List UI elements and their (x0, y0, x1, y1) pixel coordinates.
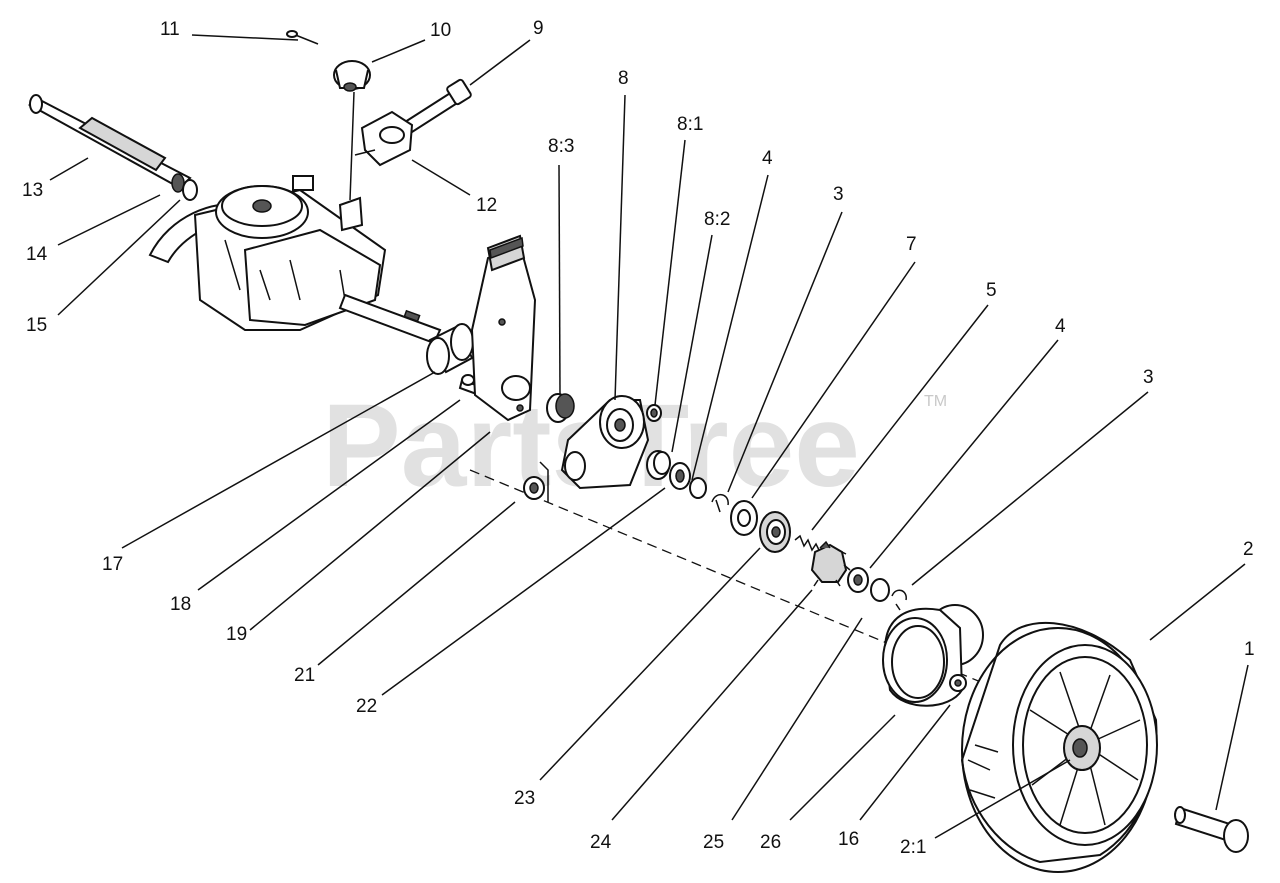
callout-9: 9 (533, 18, 544, 39)
callout-14: 14 (26, 244, 48, 265)
washer-4-outer (847, 567, 869, 593)
callout-19: 19 (226, 624, 247, 645)
cotter-pin-11 (286, 30, 319, 45)
callout-26: 26 (760, 832, 781, 853)
leader-lines (49, 34, 1249, 839)
washer-7 (730, 500, 758, 536)
callout-13: 13 (22, 180, 43, 201)
retaining-clip-3 (711, 494, 729, 513)
bearing-23 (759, 511, 791, 553)
callout-8-1: 8:1 (677, 114, 703, 135)
retaining-clip-3-outer (870, 578, 907, 611)
bracket-mark (539, 461, 549, 502)
callout-16: 16 (838, 829, 859, 850)
wheel-bolt-1 (1174, 806, 1249, 853)
callout-24: 24 (590, 832, 612, 853)
callout-8: 8 (618, 68, 629, 89)
callout-3-outer: 3 (1143, 367, 1154, 388)
knob-10 (333, 60, 371, 92)
callout-1: 1 (1244, 639, 1255, 660)
screw-9 (403, 78, 472, 134)
callout-4: 4 (762, 148, 773, 169)
drive-shaft (27, 94, 198, 201)
adjuster-plate-8 (560, 395, 650, 490)
callout-4-outer: 4 (1055, 316, 1066, 337)
height-bracket-19 (470, 234, 537, 422)
callout-10: 10 (430, 20, 451, 41)
callout-11: 11 (160, 19, 180, 40)
pulley (215, 185, 309, 239)
callout-25: 25 (703, 832, 724, 853)
callout-15: 15 (26, 315, 47, 336)
callout-17: 17 (102, 554, 123, 575)
bearing-cap-17 (426, 323, 474, 375)
spring-5 (794, 534, 821, 553)
knob-shaft (349, 91, 355, 201)
callout-2: 2 (1243, 539, 1254, 560)
callout-7: 7 (906, 234, 917, 255)
cable-bracket-12 (354, 110, 414, 167)
shaft-key (403, 309, 421, 323)
callout-8-2: 8:2 (704, 209, 730, 230)
bushing-8-3 (546, 393, 575, 423)
washer-4 (669, 462, 707, 499)
watermark-trademark: TM (924, 393, 947, 410)
callout-2-1: 2:1 (900, 837, 926, 858)
hub-housing-16 (882, 604, 984, 707)
callout-8-3: 8:3 (548, 136, 574, 157)
callout-21: 21 (294, 665, 315, 686)
callout-3: 3 (833, 184, 844, 205)
nut-21 (523, 476, 545, 500)
pinion-gear-24 (810, 540, 851, 587)
washer-8-1 (646, 404, 662, 422)
callout-5: 5 (986, 280, 997, 301)
callout-22: 22 (356, 696, 377, 717)
callout-23: 23 (514, 788, 535, 809)
wheel-2 (960, 621, 1158, 873)
bearing-8-2 (646, 450, 671, 480)
output-shaft (338, 293, 442, 345)
callout-18: 18 (170, 594, 191, 615)
callout-12: 12 (476, 195, 497, 216)
